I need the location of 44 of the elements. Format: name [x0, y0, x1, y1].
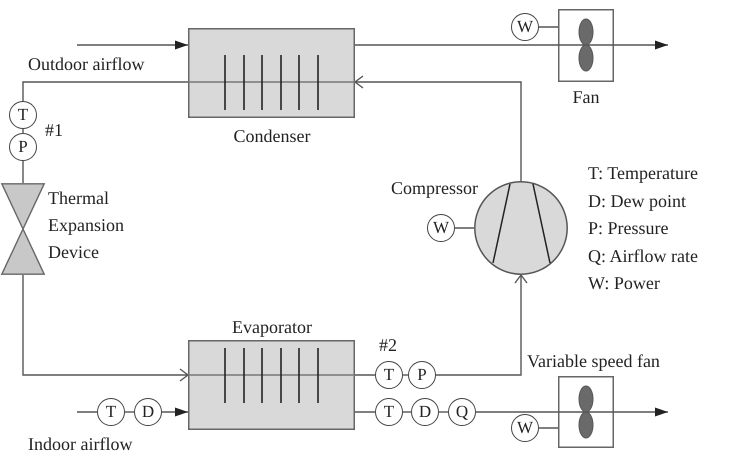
edge-label: Outdoor airflow: [28, 53, 144, 75]
connector-line: [355, 44, 558, 46]
sensor-symbol: T: [375, 398, 403, 426]
component-label: Compressor: [391, 177, 478, 199]
connector-line: [22, 81, 188, 101]
sensor-symbol: T: [9, 101, 37, 129]
legend-entry: P: Pressure: [588, 217, 668, 239]
connector-line: [476, 411, 558, 413]
arrow: [77, 40, 188, 50]
connector-line: [455, 227, 474, 229]
arrow: [354, 75, 522, 181]
legend-entry: W: Power: [588, 272, 660, 294]
connector-line: [539, 26, 558, 28]
legend-entry: T: Temperature: [588, 162, 698, 184]
connector-line: [539, 427, 558, 429]
sensor-symbol: W: [511, 414, 539, 442]
arrow: [162, 408, 188, 416]
point-label: #2: [379, 334, 397, 356]
sensor-symbol: D: [411, 398, 439, 426]
component-label: Evaporator: [232, 316, 312, 338]
edge-label: Indoor airflow: [28, 433, 132, 455]
sensor-symbol: T: [97, 398, 125, 426]
arrow: [614, 408, 668, 416]
component-label: Condenser: [234, 125, 310, 147]
point-label: #1: [45, 119, 63, 141]
sensor-symbol: Q: [448, 398, 476, 426]
connector-line: [355, 374, 375, 376]
sensor-symbol: P: [408, 361, 436, 389]
sensor-symbol: W: [511, 13, 539, 41]
connector-line: [77, 411, 97, 413]
connector-line: [22, 161, 24, 183]
arrow: [614, 40, 668, 50]
component-label: Variable speed fan: [527, 350, 660, 372]
component-label: Thermal Expansion Device: [48, 187, 125, 264]
legend-entry: Q: Airflow rate: [588, 244, 698, 266]
sensor-symbol: P: [9, 133, 37, 161]
legend-entry: D: Dew point: [588, 190, 686, 212]
sensor-symbol: D: [134, 398, 162, 426]
sensor-symbol: T: [375, 361, 403, 389]
component-label: Fan: [572, 86, 600, 108]
arrow: [436, 274, 528, 376]
sensor-symbol: W: [427, 214, 455, 242]
arrow: [22, 275, 189, 382]
connector-line: [355, 411, 375, 413]
